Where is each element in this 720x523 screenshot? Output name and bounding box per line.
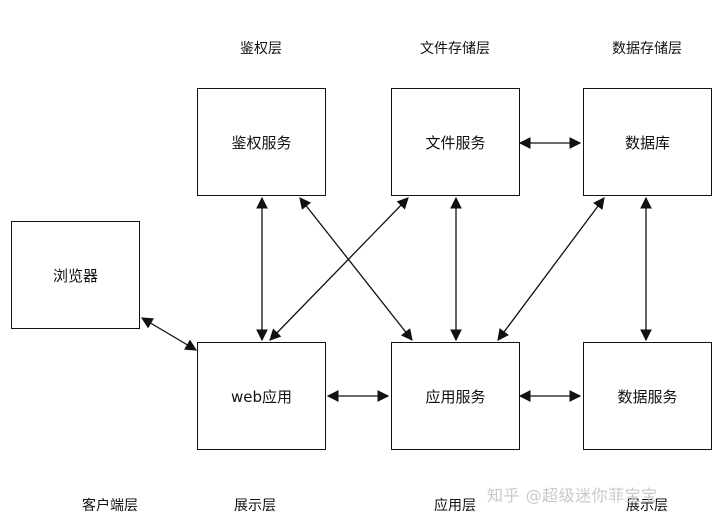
layer-label-presentation-2: 展示层	[626, 498, 668, 514]
link-fileservice-webapp	[269, 197, 409, 341]
node-auth-service: 鉴权服务	[197, 88, 326, 196]
layer-label-application: 应用层	[434, 498, 476, 514]
link-browser-webapp	[140, 317, 198, 351]
node-label: 应用服务	[425, 387, 486, 406]
layer-label-auth: 鉴权层	[240, 41, 282, 57]
layer-label-presentation: 展示层	[234, 498, 276, 514]
watermark: 知乎 @超级迷你菲宝宝	[487, 486, 658, 505]
layer-label-data-storage: 数据存储层	[612, 41, 682, 57]
link-database-appservice	[497, 197, 605, 341]
node-browser: 浏览器	[11, 221, 140, 329]
node-data-service: 数据服务	[583, 342, 712, 450]
node-label: 数据服务	[617, 387, 678, 406]
node-label: web应用	[230, 387, 293, 406]
node-label: 数据库	[624, 133, 670, 152]
layer-label-client: 客户端层	[82, 498, 138, 514]
node-web-app: web应用	[197, 342, 326, 450]
node-database: 数据库	[583, 88, 712, 196]
node-app-service: 应用服务	[391, 342, 520, 450]
node-label: 文件服务	[425, 133, 486, 152]
layer-label-file-storage: 文件存储层	[420, 41, 490, 57]
node-file-service: 文件服务	[391, 88, 520, 196]
node-label: 鉴权服务	[231, 133, 292, 152]
link-auth-appservice	[299, 197, 413, 341]
node-label: 浏览器	[52, 266, 98, 285]
